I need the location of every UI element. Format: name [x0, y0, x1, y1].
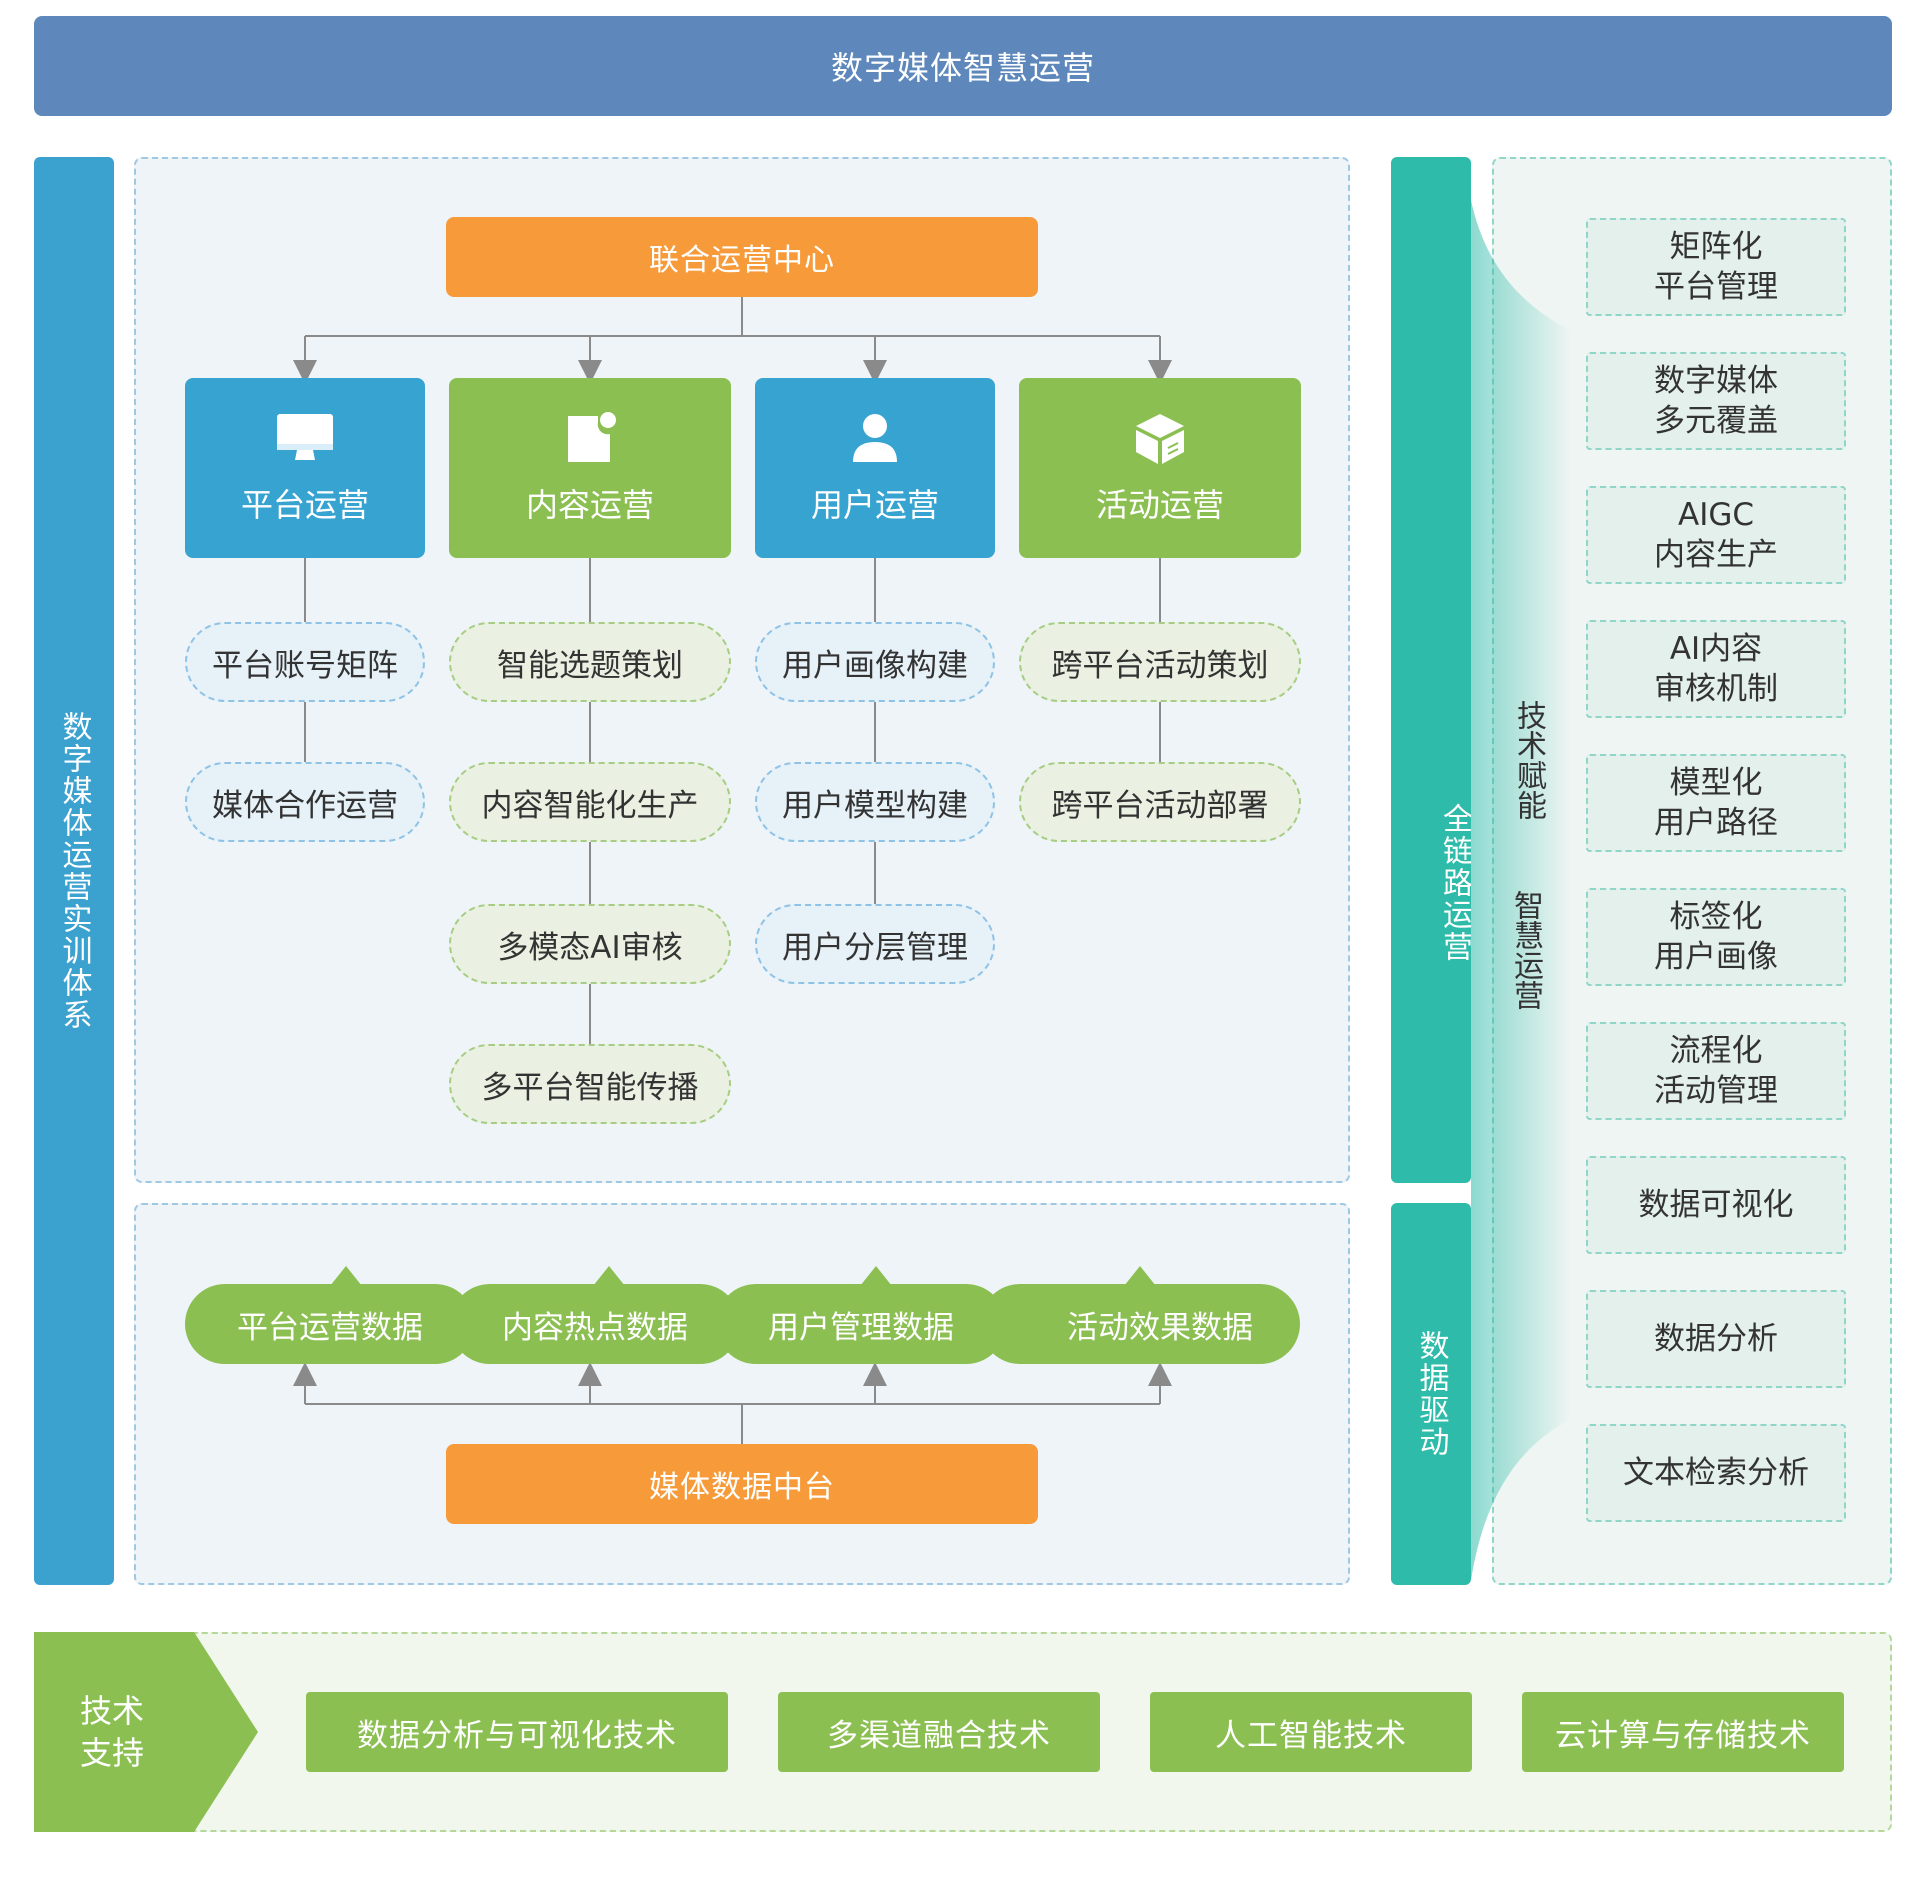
item-user-layering: 用户分层管理 — [755, 904, 995, 984]
category-platform-operations: 平台运营 — [185, 378, 425, 558]
category-label: 内容运营 — [525, 486, 654, 524]
right-vertical-text: 技术赋能 — [1500, 700, 1556, 1040]
item-ai-review: 多模态AI审核 — [449, 904, 731, 984]
chain-operations-bar: 全链路运营 — [1391, 157, 1472, 1183]
data-content-hotspot: 内容热点数据 — [450, 1284, 740, 1364]
item-content-production: 内容智能化生产 — [449, 762, 731, 842]
category-activity-operations: 活动运营 — [1019, 378, 1301, 558]
item-user-model: 用户模型构建 — [755, 762, 995, 842]
right-item-ai-review: AI内容审核机制 — [1586, 620, 1846, 718]
tech-data-visualization: 数据分析与可视化技术 — [306, 1692, 728, 1772]
data-user-management: 用户管理数据 — [716, 1284, 1006, 1364]
data-activity-effect: 活动效果数据 — [980, 1284, 1300, 1364]
category-label: 用户运营 — [810, 486, 939, 524]
tech-empowerment-label: 技术赋能 — [1511, 700, 1546, 820]
category-content-operations: 内容运营 — [449, 378, 731, 558]
page-title: 数字媒体智慧运营 — [34, 16, 1892, 116]
smart-operations-label: 智慧运营 — [1508, 890, 1543, 1010]
item-multi-platform-spread: 多平台智能传播 — [449, 1044, 731, 1124]
media-data-platform: 媒体数据中台 — [446, 1444, 1038, 1524]
right-item-text-search: 文本检索分析 — [1586, 1424, 1846, 1522]
right-item-user-path: 模型化用户路径 — [1586, 754, 1846, 852]
document-icon — [568, 412, 616, 462]
left-vertical-label: 数字媒体运营实训体系 — [34, 157, 114, 1585]
box-icon — [1136, 414, 1184, 464]
tech-cloud-storage: 云计算与存储技术 — [1522, 1692, 1844, 1772]
right-item-matrix: 矩阵化平台管理 — [1586, 218, 1846, 316]
monitor-icon — [277, 414, 333, 460]
category-user-operations: 用户运营 — [755, 378, 995, 558]
item-activity-deployment: 跨平台活动部署 — [1019, 762, 1301, 842]
user-icon — [853, 414, 897, 462]
right-item-user-portrait: 标签化用户画像 — [1586, 888, 1846, 986]
tech-ai: 人工智能技术 — [1150, 1692, 1472, 1772]
data-platform-operation: 平台运营数据 — [185, 1284, 475, 1364]
item-activity-planning: 跨平台活动策划 — [1019, 622, 1301, 702]
category-label: 平台运营 — [240, 486, 369, 524]
right-item-activity: 流程化活动管理 — [1586, 1022, 1846, 1120]
data-driven-bar: 数据驱动 — [1391, 1203, 1471, 1585]
joint-operations-center: 联合运营中心 — [446, 217, 1038, 297]
item-topic-planning: 智能选题策划 — [449, 622, 731, 702]
category-label: 活动运营 — [1095, 486, 1224, 524]
item-media-cooperation: 媒体合作运营 — [185, 762, 425, 842]
item-platform-account-matrix: 平台账号矩阵 — [185, 622, 425, 702]
right-item-digital-media: 数字媒体多元覆盖 — [1586, 352, 1846, 450]
right-item-data-analysis: 数据分析 — [1586, 1290, 1846, 1388]
right-item-visualization: 数据可视化 — [1586, 1156, 1846, 1254]
item-user-portrait: 用户画像构建 — [755, 622, 995, 702]
tech-multichannel: 多渠道融合技术 — [778, 1692, 1100, 1772]
